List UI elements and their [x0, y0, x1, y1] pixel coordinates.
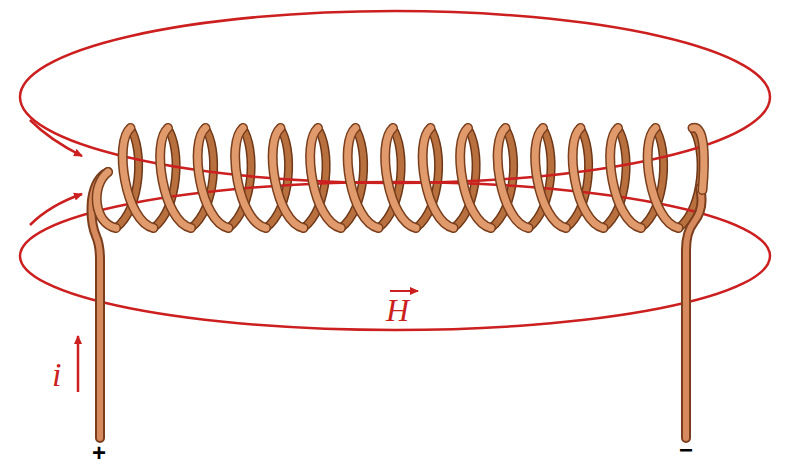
winding	[310, 128, 341, 228]
winding	[385, 128, 416, 228]
terminal-sign: −	[679, 438, 693, 462]
winding	[198, 128, 229, 228]
winding	[273, 128, 304, 228]
field-line	[20, 11, 770, 183]
field-arrow	[30, 120, 82, 156]
winding	[235, 128, 266, 228]
winding	[693, 128, 704, 190]
winding	[460, 128, 491, 228]
winding	[123, 128, 154, 228]
winding	[160, 128, 191, 228]
winding	[123, 128, 154, 228]
winding	[160, 128, 191, 228]
lead-wire	[686, 188, 702, 438]
winding	[198, 128, 229, 228]
vector-arrow	[390, 290, 418, 292]
terminal-sign: +	[92, 441, 106, 465]
winding	[348, 128, 379, 228]
current-arrow	[77, 336, 80, 392]
winding	[535, 128, 566, 228]
winding	[498, 128, 529, 228]
winding	[423, 128, 454, 228]
lead-wire	[686, 188, 702, 438]
field-arrow	[30, 194, 82, 225]
field-lines	[20, 11, 770, 392]
winding	[97, 172, 116, 228]
winding	[535, 128, 566, 228]
winding	[573, 128, 604, 228]
winding	[310, 128, 341, 228]
winding	[97, 172, 116, 228]
winding	[348, 128, 379, 228]
current-symbol: i	[52, 358, 61, 392]
winding	[385, 128, 416, 228]
coil-back-windings	[116, 128, 701, 228]
winding	[498, 128, 529, 228]
winding	[235, 128, 266, 228]
winding	[423, 128, 454, 228]
winding	[610, 128, 641, 228]
winding	[693, 128, 704, 190]
field-symbol: H	[386, 294, 409, 326]
winding	[273, 128, 304, 228]
coil-front-windings	[97, 128, 704, 228]
winding	[648, 128, 679, 228]
winding	[610, 128, 641, 228]
winding	[573, 128, 604, 228]
winding	[648, 128, 679, 228]
winding	[460, 128, 491, 228]
